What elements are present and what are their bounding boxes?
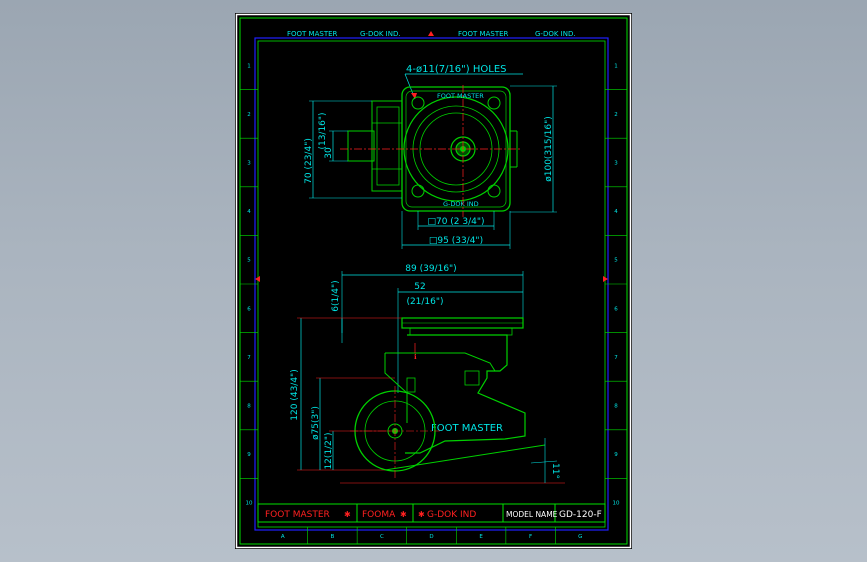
col-markers: A B C D E F G (281, 527, 582, 544)
stem-shaft (347, 130, 375, 162)
col-marker: G (578, 534, 582, 540)
header-right-b: G-DOK IND. (535, 30, 576, 38)
side-body-text: FOOT MASTER (431, 423, 503, 434)
title-brand-3: G-DOK IND (427, 510, 476, 520)
row-marker-right: 7 (614, 355, 618, 361)
header-left-a: FOOT MASTER (287, 30, 338, 38)
col-marker: E (479, 534, 483, 540)
col-marker: D (429, 534, 433, 540)
row-marker-left: 8 (247, 404, 251, 410)
title-brand-1: FOOT MASTER (265, 510, 330, 520)
outer-frame (235, 13, 632, 549)
bolt-hole-tr (487, 96, 501, 110)
col-marker: C (380, 534, 384, 540)
dim-70-side: 70 (23/4") (304, 138, 314, 184)
dim-square-95: □95 (33/4") (429, 236, 483, 246)
dim-13-16: (13/16") (318, 112, 328, 149)
green-frame (239, 17, 628, 545)
dim-12: 12(1/2") (324, 432, 334, 469)
dim-diameter-100: ø100(315/16") (544, 116, 554, 182)
row-marker-left: 1 (247, 63, 251, 69)
bolt-hole-br (487, 184, 501, 198)
row-marker-left: 3 (247, 161, 251, 167)
dim-angle: 11° (550, 463, 560, 479)
row-marker-right: 6 (614, 306, 618, 312)
caster-body (405, 334, 526, 454)
col-marker: A (281, 534, 285, 540)
top-view: 4-ø11(7/16") HOLES FOOT MASTER G-DOK IND (304, 64, 557, 249)
dim-52: 52 (414, 282, 425, 292)
title-brand-2: FOOMA (362, 510, 396, 520)
row-marker-left: 6 (247, 306, 251, 312)
col-marker: B (330, 534, 334, 540)
plate-text-top: FOOT MASTER (437, 92, 484, 100)
dim-6: 6(1/4") (331, 280, 341, 311)
dim-120: 120 (43/4") (290, 369, 300, 420)
right-center-mark (603, 276, 608, 282)
row-marker-right: 9 (614, 452, 618, 458)
drawing-canvas: FOOT MASTER G-DOK IND. FOOT MASTER G-DOK… (235, 13, 632, 549)
dim-75: ø75(3") (311, 406, 321, 440)
bolt-hole-tl (411, 96, 425, 110)
row-marker-right: 5 (614, 258, 618, 264)
model-value: GD-120-F (559, 510, 602, 520)
col-marker: F (529, 534, 532, 540)
row-markers-right: 1 2 3 4 5 6 7 8 9 10 (605, 63, 627, 507)
row-marker-right: 8 (614, 404, 618, 410)
side-plate-logo: ℹ (414, 353, 417, 361)
bolt-hole-bl (411, 184, 425, 198)
top-center-mark (428, 31, 434, 36)
dim-52-in: (21/16") (406, 297, 443, 307)
inner-frame (254, 37, 609, 531)
row-marker-right: 3 (614, 161, 618, 167)
row-marker-right: 1 (614, 63, 618, 69)
row-marker-right: 10 (613, 501, 620, 507)
side-view: 89 (39/16") 52 (21/16") 6(1/4") 120 (43/… (290, 264, 565, 484)
plate-text-bottom: G-DOK IND (443, 200, 479, 208)
row-marker-left: 2 (247, 112, 251, 118)
row-marker-left: 5 (247, 258, 251, 264)
header-left-b: G-DOK IND. (360, 30, 401, 38)
row-marker-right: 2 (614, 112, 618, 118)
model-label: MODEL NAME (506, 510, 558, 519)
header-right-a: FOOT MASTER (458, 30, 509, 38)
title-block: FOOT MASTER ✱ FOOMA ✱ ✱ G-DOK IND MODEL … (257, 503, 606, 523)
dim-square-70: □70 (2 3/4") (427, 217, 484, 227)
row-marker-right: 4 (614, 209, 618, 215)
stem-housing (371, 100, 403, 192)
row-marker-left: 4 (247, 209, 251, 215)
title-logo-1: ✱ (344, 510, 351, 519)
holes-note: 4-ø11(7/16") HOLES (406, 64, 506, 75)
drawing-sheet: FOOT MASTER G-DOK IND. FOOT MASTER G-DOK… (235, 13, 632, 549)
row-marker-left: 9 (247, 452, 251, 458)
dim-30: 30 (324, 147, 334, 159)
left-center-mark (255, 276, 260, 282)
row-marker-left: 7 (247, 355, 251, 361)
dim-89: 89 (39/16") (405, 264, 456, 274)
title-logo-3: ✱ (418, 510, 425, 519)
row-markers-left: 1 2 3 4 5 6 7 8 9 10 (240, 63, 258, 507)
row-marker-left: 10 (246, 501, 253, 507)
title-logo-2: ✱ (400, 510, 407, 519)
